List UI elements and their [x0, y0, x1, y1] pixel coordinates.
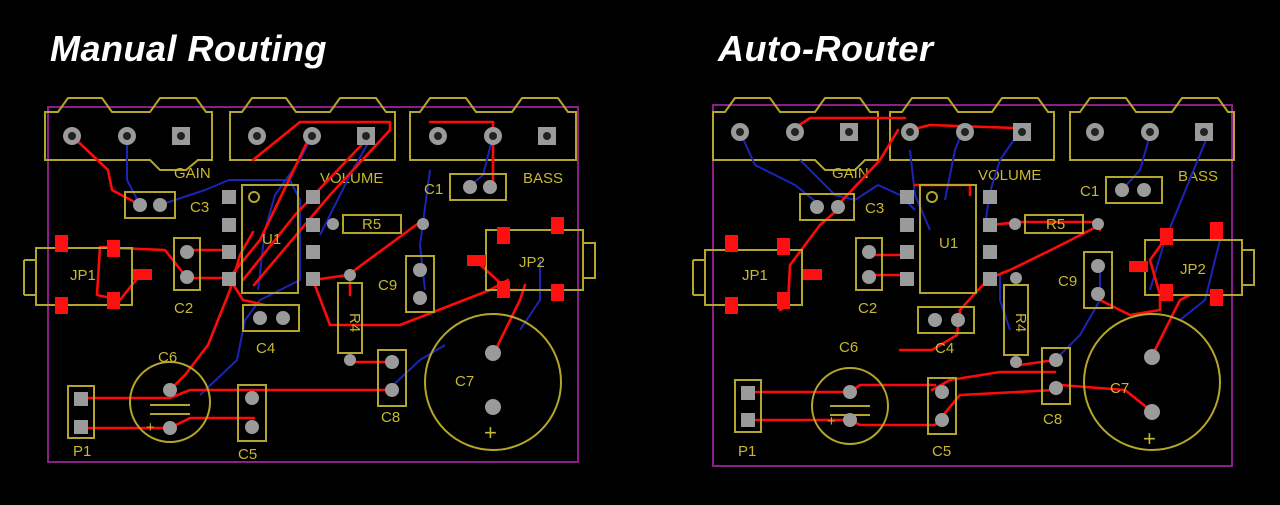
label-c2: C2 — [858, 300, 877, 317]
label-r4: R4 — [346, 313, 363, 332]
pot-gain-outline — [712, 97, 879, 171]
u1-pads — [222, 190, 320, 286]
board-outline — [47, 106, 579, 463]
label-jp1: JP1 — [742, 267, 768, 284]
label-c9: C9 — [378, 277, 397, 294]
u1-outline — [919, 184, 977, 294]
r4-outline — [1003, 284, 1029, 356]
title-auto-router: Auto-Router — [718, 28, 934, 69]
label-r5: R5 — [1046, 216, 1065, 233]
label-r4: R4 — [1012, 313, 1029, 332]
pot-bass-outline — [409, 97, 577, 161]
label-c3: C3 — [190, 199, 209, 216]
label-c6: C6 — [839, 339, 858, 356]
label-c8: C8 — [381, 409, 400, 426]
c6-outline — [129, 361, 211, 443]
c9-outline — [405, 255, 435, 313]
c7-outline — [424, 313, 562, 451]
label-bass: BASS — [1178, 168, 1218, 185]
jp2-jack — [1129, 222, 1255, 306]
label-u1: U1 — [939, 235, 958, 252]
label-c7-plus: + — [1143, 426, 1156, 451]
label-p1: P1 — [73, 443, 91, 460]
label-gain: GAIN — [832, 165, 869, 182]
p1-outline — [734, 379, 762, 433]
label-c7: C7 — [455, 373, 474, 390]
label-jp1: JP1 — [70, 267, 96, 284]
label-c4: C4 — [935, 340, 954, 357]
u1-pads — [900, 190, 997, 286]
c8-outline — [1041, 347, 1071, 405]
pot-volume-outline — [889, 97, 1055, 161]
c8-outline — [377, 349, 407, 407]
label-u1: U1 — [262, 231, 281, 248]
label-c3: C3 — [865, 200, 884, 217]
label-c5: C5 — [932, 443, 951, 460]
pot-bass-outline — [1069, 97, 1235, 161]
c1-outline — [449, 173, 507, 201]
pot-gain-pads — [63, 127, 190, 145]
label-c1: C1 — [424, 181, 443, 198]
title-manual-routing: Manual Routing — [50, 28, 327, 69]
jp1-jack — [23, 235, 152, 314]
label-c1: C1 — [1080, 183, 1099, 200]
c6-outline — [811, 367, 889, 445]
pcb-auto-router: GAIN VOLUME BASS — [692, 97, 1255, 467]
label-c7-plus: + — [484, 420, 497, 445]
u1-outline — [241, 184, 299, 294]
c2-outline — [173, 237, 201, 291]
label-c6-plus: + — [827, 413, 836, 430]
pot-volume-pads — [901, 123, 1031, 141]
label-gain: GAIN — [174, 165, 211, 182]
label-jp2: JP2 — [519, 254, 545, 271]
pot-bass-pads — [1086, 123, 1213, 141]
label-jp2: JP2 — [1180, 261, 1206, 278]
label-p1: P1 — [738, 443, 756, 460]
r5-outline — [342, 214, 402, 234]
p1-outline — [67, 385, 95, 439]
c7-outline — [1083, 313, 1221, 451]
pot-bass-pads — [429, 127, 556, 145]
jp2-jack — [467, 217, 596, 301]
label-c7: C7 — [1110, 380, 1129, 397]
board-outline — [712, 104, 1233, 467]
c5-outline — [927, 377, 957, 435]
pot-volume-pads — [248, 127, 375, 145]
label-c4: C4 — [256, 340, 275, 357]
r5-outline — [1024, 214, 1084, 234]
label-c8: C8 — [1043, 411, 1062, 428]
top-traces — [70, 120, 527, 430]
jp1-jack — [692, 235, 822, 314]
c1-outline — [1105, 176, 1163, 204]
c5-outline — [237, 384, 267, 442]
c3-outline — [799, 193, 855, 221]
label-r5: R5 — [362, 216, 381, 233]
c3-outline — [124, 191, 176, 219]
r4-outline — [337, 282, 363, 354]
pot-gain-outline — [44, 97, 213, 171]
c2-outline — [855, 237, 883, 291]
label-c5: C5 — [238, 446, 257, 463]
pot-volume-outline — [229, 97, 396, 161]
label-c9: C9 — [1058, 273, 1077, 290]
label-volume: VOLUME — [320, 170, 383, 187]
pot-gain-pads — [731, 123, 858, 141]
label-c6-plus: + — [146, 419, 155, 436]
label-c6: C6 — [158, 349, 177, 366]
label-bass: BASS — [523, 170, 563, 187]
pcb-manual-routing: GAIN VOLUME BASS — [23, 97, 596, 463]
label-volume: VOLUME — [978, 167, 1041, 184]
c4-outline — [242, 304, 300, 332]
c4-outline — [917, 306, 975, 334]
c9-outline — [1083, 251, 1113, 309]
label-c2: C2 — [174, 300, 193, 317]
